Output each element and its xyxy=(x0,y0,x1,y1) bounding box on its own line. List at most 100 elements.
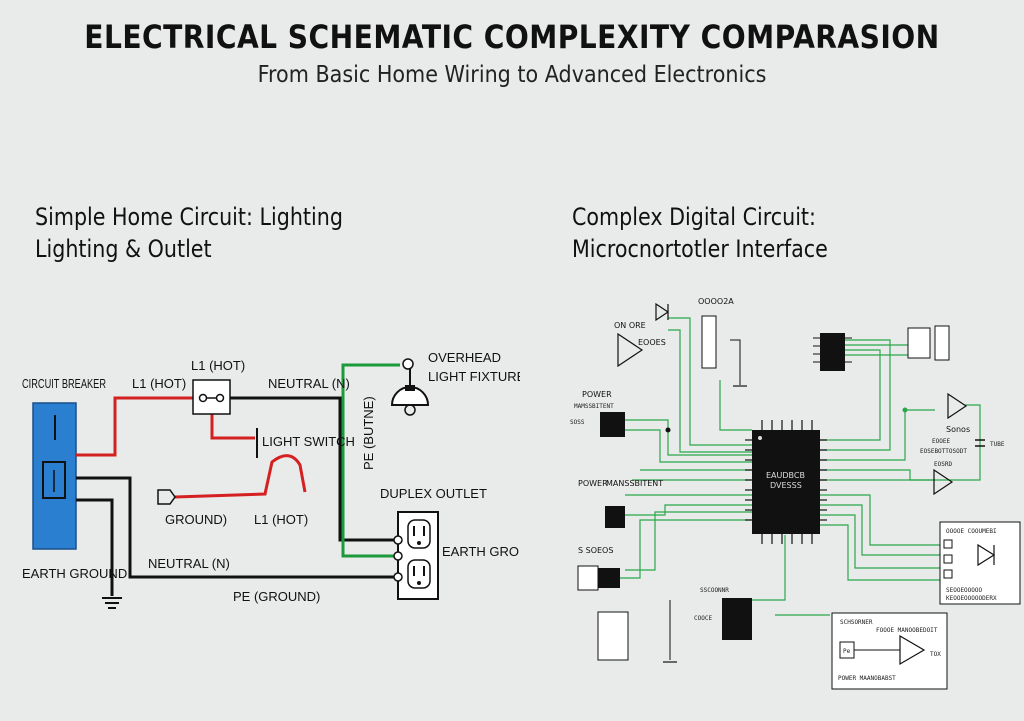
sensor-chip xyxy=(598,568,620,588)
duplex-outlet-icon xyxy=(397,511,439,600)
hot-wire-main xyxy=(76,396,195,457)
outlet-terminal-1 xyxy=(393,535,403,545)
label-circuit-breaker: CIRCUIT BREAKER xyxy=(22,376,106,391)
mcu-pins xyxy=(745,420,827,544)
box-pe-rect xyxy=(839,641,855,659)
label-ground: GROUND) xyxy=(165,512,227,527)
earth-wire xyxy=(76,498,114,596)
opamp-right-top-icon xyxy=(947,392,968,420)
label-box-bottom: POWER MAANOBABST xyxy=(838,675,896,682)
main-mcu-chip xyxy=(752,430,820,534)
label-light-switch: LIGHT SWITCH xyxy=(262,434,355,449)
left-title-line1: Simple Home Circuit: Lighting xyxy=(35,203,343,231)
neutral-wire-bottom xyxy=(76,476,398,579)
left-section-title: Simple Home Circuit: Lighting Lighting &… xyxy=(35,201,343,265)
hot-wire-load xyxy=(174,454,307,499)
ground-wire-top xyxy=(730,339,741,385)
label-box-title: SCHSORNER xyxy=(840,619,873,626)
connector-top-right-2 xyxy=(934,325,950,361)
home-circuit-diagram: CIRCUIT BREAKER L1 (HOT) L1 (HOT) NEUTRA… xyxy=(22,350,520,609)
label-earth-ground-left: EARTH GROUND xyxy=(22,566,127,581)
left-title-line2: Lighting & Outlet xyxy=(35,235,212,263)
label-box-subtitle: FOOOE MANOOBEDOIT xyxy=(876,627,938,634)
hot-wire-switch xyxy=(210,412,255,440)
top-chip xyxy=(820,333,845,371)
label-on-ore: ON ORE xyxy=(614,321,646,330)
right-title-line2: Microcnortotler Interface xyxy=(572,235,828,263)
diode-icon xyxy=(655,302,670,322)
label-s-soeos: S SOEOS xyxy=(578,546,613,555)
outlet-terminal-2 xyxy=(393,551,403,561)
connector-box xyxy=(939,521,1021,605)
mcu-pin1-dot xyxy=(758,436,762,440)
page-title: ELECTRICAL SCHEMATIC COMPLEXITY COMPARAS… xyxy=(84,18,940,56)
ground-arrow-icon xyxy=(157,489,176,505)
fixture-base xyxy=(405,385,415,391)
bottom-chip xyxy=(722,598,752,640)
breaker-handle xyxy=(42,461,66,499)
label-eosddoint: EOSEBOTTOSODT xyxy=(920,448,967,455)
power-management-box xyxy=(831,612,948,690)
label-oooo2a: OOOO2A xyxy=(698,297,734,306)
power-chip-mid xyxy=(605,506,625,528)
label-conn-b1: SEOOEOOOOO xyxy=(946,587,983,594)
label-pe-ground: PE (GROUND) xyxy=(233,589,320,604)
label-conn-title: OOOOE COOUMEBI xyxy=(946,528,997,535)
label-power-top: POWER xyxy=(582,390,612,399)
label-power-top-2: MAMSSBITENT xyxy=(574,403,614,410)
ground-wire xyxy=(341,363,400,558)
opamp-right-mid-icon xyxy=(933,468,954,496)
fixture-top-node xyxy=(402,358,414,370)
label-sos-s: SOSS xyxy=(570,419,585,426)
outlet-face-bottom xyxy=(407,559,431,589)
label-l1-hot-bottom: L1 (HOT) xyxy=(254,512,308,527)
label-eooes: EOOES xyxy=(638,338,666,347)
green-traces xyxy=(620,317,981,616)
opamp-top-left-icon xyxy=(617,332,644,368)
connector-top-right xyxy=(907,327,931,359)
box-opamp-icon xyxy=(899,634,926,666)
connector-diode-icon xyxy=(977,543,996,567)
label-light-fixture: LIGHT FIXTURE xyxy=(428,369,520,384)
label-power-mgmt: POWER xyxy=(578,479,608,488)
switch-box xyxy=(192,379,231,415)
label-eosrd: EOSRD xyxy=(934,461,952,468)
relay-block xyxy=(701,315,717,369)
outlet-face-top xyxy=(407,519,431,549)
label-sonos: Sonos xyxy=(946,425,970,434)
connector-pin-1 xyxy=(943,539,953,549)
label-power-mgmt-2: MANSSBITENT xyxy=(606,479,663,488)
label-sscoonnr: SSCOONNR xyxy=(700,587,729,594)
outlet-hole-bottom xyxy=(417,581,421,585)
connector-pin-3 xyxy=(943,569,953,579)
label-l1-hot-top: L1 (HOT) xyxy=(191,358,245,373)
label-duplex-outlet: DUPLEX OUTLET xyxy=(380,486,487,501)
label-neutral-top: NEUTRAL (N) xyxy=(268,376,350,391)
label-pe-vertical: PE (BUTNE) xyxy=(361,396,376,470)
label-neutral-bottom: NEUTRAL (N) xyxy=(148,556,230,571)
label-tube: TUBE xyxy=(990,441,1005,448)
power-chip-top xyxy=(600,412,625,437)
label-box-pe: Pe xyxy=(843,648,851,655)
label-cooce: COOCE xyxy=(694,615,712,622)
capacitor-block xyxy=(597,611,629,661)
mcu-label-1: EAUDBCB xyxy=(766,471,805,480)
top-chip-pins xyxy=(813,337,852,363)
neutral-wire-top xyxy=(230,396,398,542)
outlet-terminal-3 xyxy=(393,572,403,582)
page-subtitle: From Basic Home Wiring to Advanced Elect… xyxy=(257,62,767,88)
label-eooee: EOOEE xyxy=(932,438,950,445)
right-section-title: Complex Digital Circuit: Microcnortotler… xyxy=(572,201,828,265)
connector-pin-2 xyxy=(943,554,953,564)
fixture-bulb xyxy=(404,404,416,416)
label-earth-ground-right: EARTH GROUND xyxy=(442,544,520,559)
node-dot-1 xyxy=(902,407,908,413)
label-overhead: OVERHEAD xyxy=(428,350,501,365)
sensor-chip-outline xyxy=(577,565,599,591)
mcu-label-2: DVESSS xyxy=(770,481,802,490)
label-box-tox: TOX xyxy=(930,651,941,658)
label-l1-hot-wire: L1 (HOT) xyxy=(132,376,186,391)
right-title-line1: Complex Digital Circuit: xyxy=(572,203,816,231)
label-conn-b2: KEOOEOOOOODERX xyxy=(946,595,997,602)
outlet-hole-top xyxy=(417,541,421,545)
